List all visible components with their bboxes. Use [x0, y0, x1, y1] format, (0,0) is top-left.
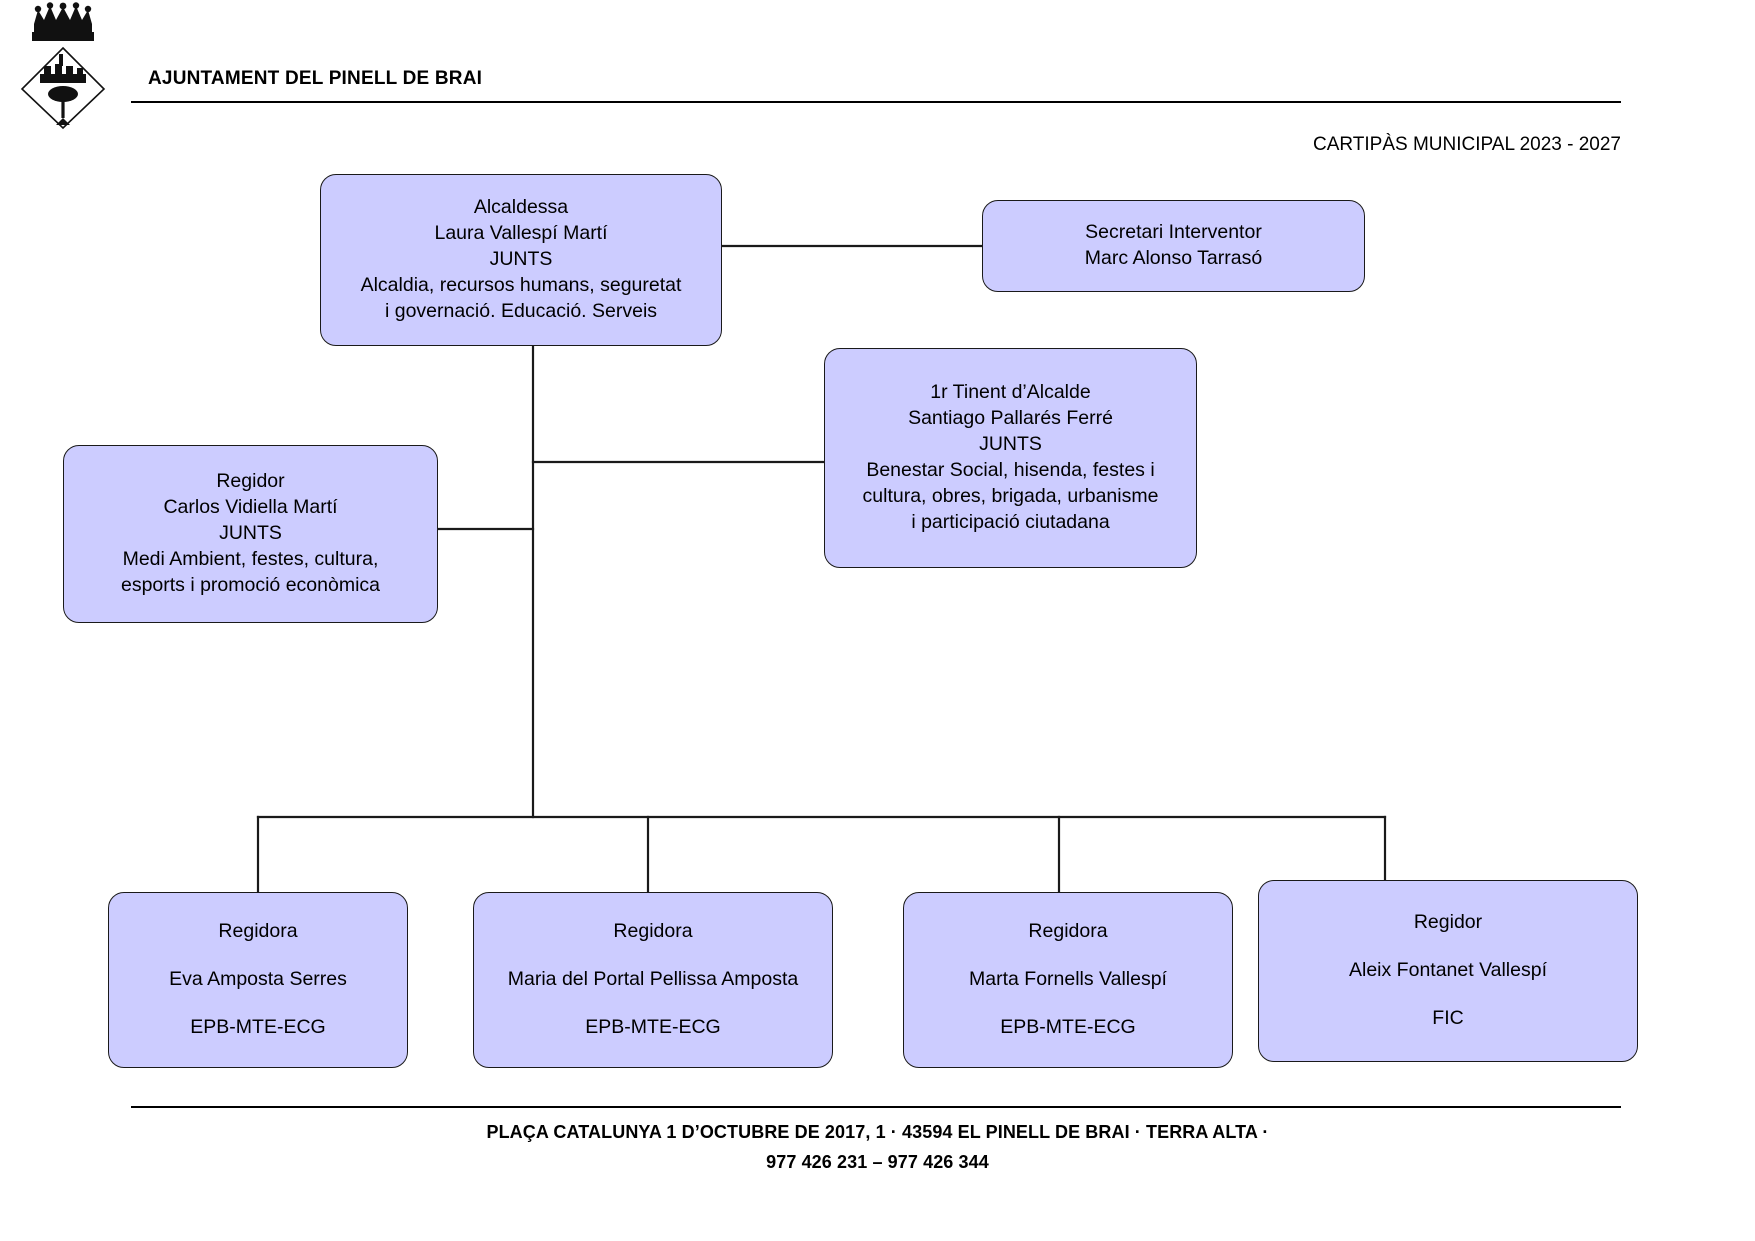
node-name: Eva Amposta Serres — [169, 968, 347, 991]
node-role: Regidor — [1413, 911, 1483, 934]
node-regidora-marta-fornells[interactable]: Regidora Marta Fornells Vallespí EPB-MTE… — [903, 892, 1233, 1068]
footer-phone: 977 426 231 – 977 426 344 — [766, 1152, 989, 1172]
node-party: JUNTS — [979, 433, 1042, 456]
node-role: Regidor — [216, 470, 285, 493]
node-portfolio-line-2: i governació. Educació. Serveis — [384, 299, 658, 322]
node-party: FIC — [1432, 1006, 1464, 1029]
node-party: EPB-MTE-ECG — [585, 1015, 721, 1038]
node-role: Regidora — [218, 920, 298, 943]
node-name: Marc Alonso Tarrasó — [1084, 247, 1263, 269]
node-role: 1r Tinent d’Alcalde — [930, 381, 1091, 404]
node-name: Aleix Fontanet Vallespí — [1349, 959, 1547, 982]
node-party: JUNTS — [489, 248, 553, 271]
node-role: Regidora — [1028, 920, 1108, 943]
node-regidora-maria-del-portal-pellissa[interactable]: Regidora Maria del Portal Pellissa Ampos… — [473, 892, 833, 1068]
node-regidor-carlos-vidiella[interactable]: Regidor Carlos Vidiella Martí JUNTS Medi… — [63, 445, 438, 623]
header-divider — [131, 101, 1621, 103]
node-regidora-eva-amposta[interactable]: Regidora Eva Amposta Serres EPB-MTE-ECG — [108, 892, 408, 1068]
node-portfolio-line-1: Alcaldia, recursos humans, seguretat — [360, 273, 682, 296]
node-alcaldessa[interactable]: Alcaldessa Laura Vallespí Martí JUNTS Al… — [320, 174, 722, 346]
node-party: EPB-MTE-ECG — [1000, 1015, 1136, 1038]
node-name: Laura Vallespí Martí — [434, 222, 608, 245]
node-1r-tinent-alcalde[interactable]: 1r Tinent d’Alcalde Santiago Pallarés Fe… — [824, 348, 1197, 568]
coat-of-arms-icon — [18, 2, 114, 130]
node-role: Secretari Interventor — [1085, 221, 1262, 244]
node-role: Alcaldessa — [473, 196, 569, 219]
node-name: Santiago Pallarés Ferré — [908, 407, 1113, 430]
document-subtitle: CARTIPÀS MUNICIPAL 2023 - 2027 — [1313, 134, 1621, 155]
node-portfolio-line-2: esports i promoció econòmica — [120, 573, 381, 596]
node-name: Carlos Vidiella Martí — [163, 496, 338, 519]
page-title: AJUNTAMENT DEL PINELL DE BRAI — [148, 68, 483, 89]
node-name: Marta Fornells Vallespí — [969, 968, 1167, 991]
footer-divider — [131, 1106, 1621, 1108]
node-portfolio-line-1: Medi Ambient, festes, cultura, — [122, 547, 379, 570]
node-role: Regidora — [613, 920, 693, 943]
node-party: JUNTS — [219, 522, 282, 545]
node-name: Maria del Portal Pellissa Amposta — [507, 968, 799, 991]
node-regidor-aleix-fontanet[interactable]: Regidor Aleix Fontanet Vallespí FIC — [1258, 880, 1638, 1062]
node-party: EPB-MTE-ECG — [190, 1015, 326, 1038]
node-portfolio-line-2: cultura, obres, brigada, urbanisme — [862, 484, 1159, 507]
node-secretari-interventor[interactable]: Secretari Interventor Marc Alonso Tarras… — [982, 200, 1365, 292]
node-portfolio-line-1: Benestar Social, hisenda, festes i — [866, 459, 1155, 481]
node-portfolio-line-3: i participació ciutadana — [911, 510, 1110, 533]
footer-address: PLAÇA CATALUNYA 1 D’OCTUBRE DE 2017, 1 ·… — [486, 1122, 1269, 1142]
